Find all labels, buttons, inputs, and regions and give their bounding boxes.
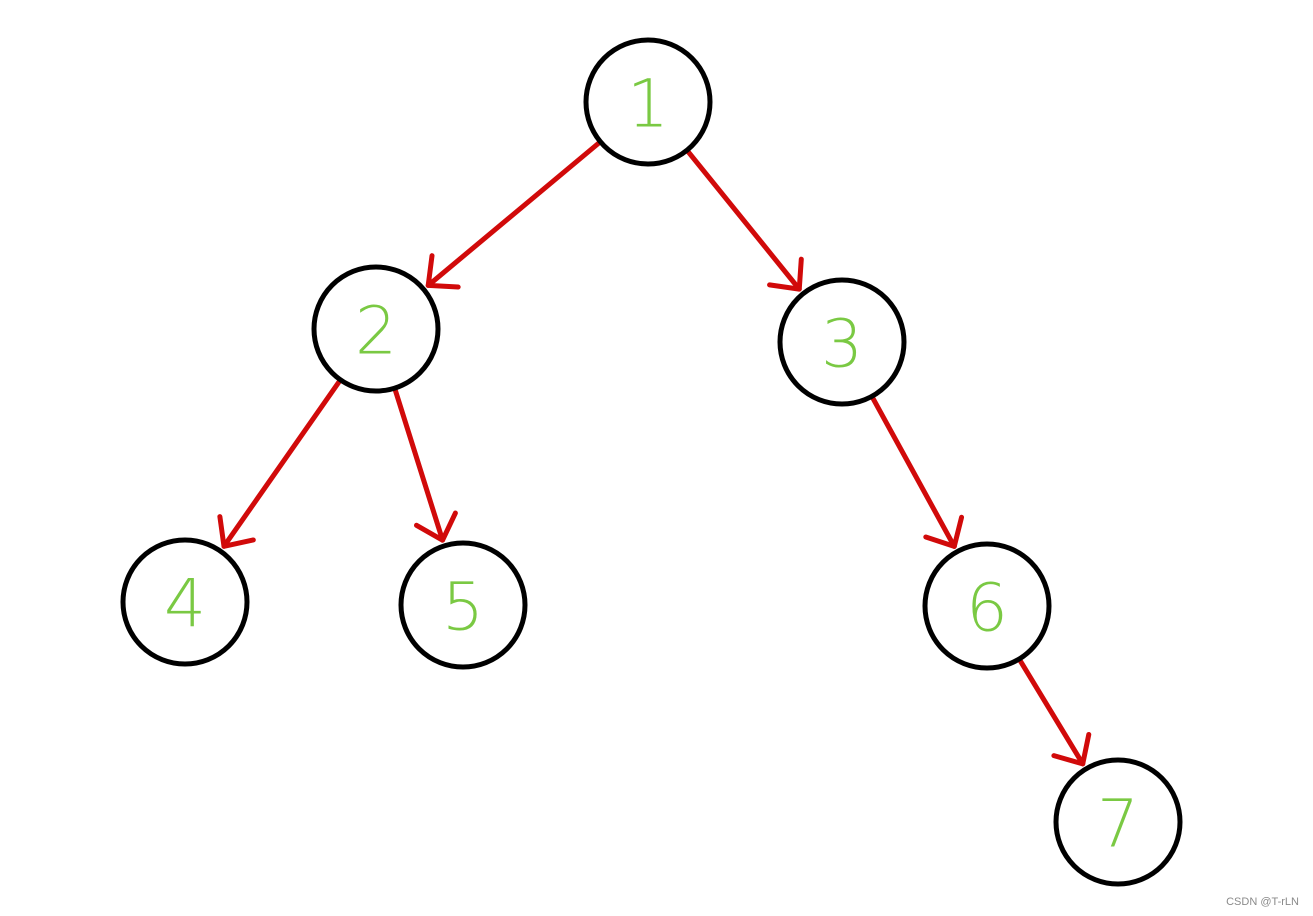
node-5: 5 <box>398 540 528 670</box>
node-label: 6 <box>966 570 1008 647</box>
arrowhead <box>1051 731 1092 767</box>
watermark-text: CSDN @T-rLN <box>1226 896 1299 908</box>
edges-layer <box>217 140 1092 767</box>
edge-n1-n3 <box>685 149 804 292</box>
node-circle <box>311 264 441 394</box>
node-3: 3 <box>777 277 907 407</box>
edge-n6-n7 <box>1017 658 1092 767</box>
nodes-layer: 1 2 3 4 5 6 7 <box>120 37 1183 887</box>
node-4: 4 <box>120 537 250 667</box>
edge-line <box>221 378 342 549</box>
node-7: 7 <box>1053 757 1183 887</box>
arrowhead <box>767 256 804 292</box>
arrowhead <box>217 514 256 549</box>
edge-n2-n4 <box>217 378 342 549</box>
node-label: 1 <box>627 66 669 143</box>
node-label: 4 <box>164 566 206 643</box>
edge-line <box>685 149 802 292</box>
node-circle <box>777 277 907 407</box>
node-1: 1 <box>583 37 713 167</box>
node-label: 5 <box>442 569 484 646</box>
node-label: 2 <box>355 293 397 370</box>
node-circle <box>583 37 713 167</box>
node-2: 2 <box>311 264 441 394</box>
node-circle <box>1053 757 1183 887</box>
edge-line <box>425 140 602 288</box>
node-label: 7 <box>1097 786 1139 863</box>
node-circle <box>398 540 528 670</box>
arrowhead <box>923 514 965 549</box>
arrowhead <box>413 510 458 543</box>
edge-line <box>1017 658 1086 767</box>
node-circle <box>922 541 1052 671</box>
node-label: 3 <box>821 306 863 383</box>
edge-line <box>870 395 957 549</box>
node-circle <box>120 537 250 667</box>
node-6: 6 <box>922 541 1052 671</box>
edge-n1-n2 <box>425 140 602 290</box>
arrowhead <box>425 253 461 290</box>
edge-n2-n5 <box>392 387 458 543</box>
edge-n3-n6 <box>870 395 965 549</box>
edge-line <box>392 387 446 543</box>
